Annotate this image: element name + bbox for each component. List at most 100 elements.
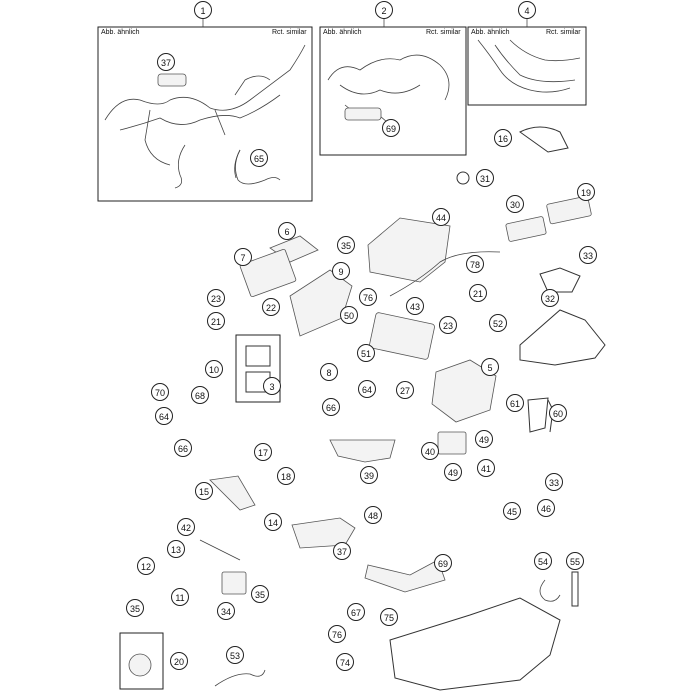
part-65-cable bbox=[234, 149, 241, 179]
callout-70: 70 bbox=[151, 383, 169, 401]
part-61-bracket bbox=[527, 397, 549, 433]
frame-1-label-de: Abb. ähnlich bbox=[100, 29, 141, 36]
callout-31: 31 bbox=[476, 169, 494, 187]
part-44-holder bbox=[367, 217, 451, 283]
callout-35: 35 bbox=[337, 236, 355, 254]
callout-48: 48 bbox=[364, 506, 382, 524]
part-55-clip bbox=[571, 571, 579, 607]
callout-45: 45 bbox=[503, 502, 521, 520]
callout-8: 8 bbox=[320, 363, 338, 381]
callout-50: 50 bbox=[340, 306, 358, 324]
callout-4: 4 bbox=[518, 1, 536, 19]
frame-2-label-de: Abb. ähnlich bbox=[322, 29, 363, 36]
callout-17: 17 bbox=[254, 443, 272, 461]
part-43-battery bbox=[369, 312, 435, 360]
callout-30: 30 bbox=[506, 195, 524, 213]
callout-32: 32 bbox=[541, 289, 559, 307]
callout-49b: 49 bbox=[444, 463, 462, 481]
callout-18: 18 bbox=[277, 467, 295, 485]
callout-66: 66 bbox=[322, 398, 340, 416]
callout-23: 23 bbox=[207, 289, 225, 307]
callout-5: 5 bbox=[481, 358, 499, 376]
callout-76: 76 bbox=[359, 288, 377, 306]
swingarm bbox=[389, 597, 561, 691]
part-3-relay bbox=[245, 345, 271, 367]
part-54-tie bbox=[539, 579, 561, 602]
part-34-connector bbox=[221, 571, 247, 595]
callout-41: 41 bbox=[477, 459, 495, 477]
callout-10: 10 bbox=[205, 360, 223, 378]
callout-64b: 64 bbox=[155, 407, 173, 425]
callout-76b: 76 bbox=[328, 625, 346, 643]
frame-4-label-en: Rct. similar bbox=[545, 29, 582, 36]
part-19-module bbox=[546, 195, 592, 225]
part-7-ecu bbox=[239, 248, 297, 298]
callout-37: 37 bbox=[157, 53, 175, 71]
callout-51: 51 bbox=[357, 344, 375, 362]
callout-74: 74 bbox=[336, 653, 354, 671]
callout-53: 53 bbox=[226, 646, 244, 664]
frame-1 bbox=[97, 26, 313, 202]
callout-60: 60 bbox=[549, 404, 567, 422]
callout-20: 20 bbox=[170, 652, 188, 670]
callout-68: 68 bbox=[191, 386, 209, 404]
callout-22: 22 bbox=[262, 298, 280, 316]
callout-52: 52 bbox=[489, 314, 507, 332]
callout-55: 55 bbox=[566, 552, 584, 570]
callout-64: 64 bbox=[358, 380, 376, 398]
part-15-bracket bbox=[209, 475, 256, 511]
callout-21b: 21 bbox=[207, 312, 225, 330]
callout-69b: 69 bbox=[434, 554, 452, 572]
callout-3: 3 bbox=[263, 377, 281, 395]
callout-34: 34 bbox=[217, 602, 235, 620]
part-37-cover bbox=[157, 73, 187, 87]
callout-78: 78 bbox=[466, 255, 484, 273]
callout-21: 21 bbox=[469, 284, 487, 302]
callout-2: 2 bbox=[375, 1, 393, 19]
callout-15: 15 bbox=[195, 482, 213, 500]
callout-19: 19 bbox=[577, 183, 595, 201]
callout-37b: 37 bbox=[333, 542, 351, 560]
part-32-plate bbox=[539, 267, 581, 293]
part-69-bracket bbox=[344, 107, 382, 121]
callout-67: 67 bbox=[347, 603, 365, 621]
callout-33b: 33 bbox=[545, 473, 563, 491]
callout-35c: 35 bbox=[126, 599, 144, 617]
part-31-ring bbox=[456, 171, 470, 185]
callout-35b: 35 bbox=[251, 585, 269, 603]
callout-42: 42 bbox=[177, 518, 195, 536]
part-53-cable bbox=[214, 669, 266, 687]
callout-69: 69 bbox=[382, 119, 400, 137]
callout-40: 40 bbox=[421, 442, 439, 460]
callout-46: 46 bbox=[537, 499, 555, 517]
callout-65: 65 bbox=[250, 149, 268, 167]
part-5-box bbox=[431, 359, 497, 423]
part-37-tray bbox=[291, 517, 356, 549]
callout-66b: 66 bbox=[174, 439, 192, 457]
callout-44: 44 bbox=[432, 208, 450, 226]
callout-16: 16 bbox=[494, 129, 512, 147]
callout-49: 49 bbox=[475, 430, 493, 448]
frame-4 bbox=[467, 26, 587, 106]
callout-1: 1 bbox=[194, 1, 212, 19]
part-30-module bbox=[505, 216, 547, 242]
callout-9: 9 bbox=[332, 262, 350, 280]
callout-13: 13 bbox=[167, 540, 185, 558]
callout-14: 14 bbox=[264, 513, 282, 531]
part-40-rectifier bbox=[437, 431, 467, 455]
frame-4-label-de: Abb. ähnlich bbox=[470, 29, 511, 36]
callout-11: 11 bbox=[171, 588, 189, 606]
callout-23b: 23 bbox=[439, 316, 457, 334]
callout-27: 27 bbox=[396, 381, 414, 399]
harness-4 bbox=[477, 39, 581, 93]
part-42-rod bbox=[199, 539, 241, 561]
frame-rear bbox=[519, 309, 606, 366]
part-78-line bbox=[389, 251, 501, 297]
callout-75: 75 bbox=[380, 608, 398, 626]
main-wiring-harness bbox=[104, 44, 306, 189]
frame-2-label-en: Rct. similar bbox=[425, 29, 462, 36]
part-20-sensor bbox=[128, 653, 152, 677]
part-39-rack bbox=[329, 439, 396, 463]
